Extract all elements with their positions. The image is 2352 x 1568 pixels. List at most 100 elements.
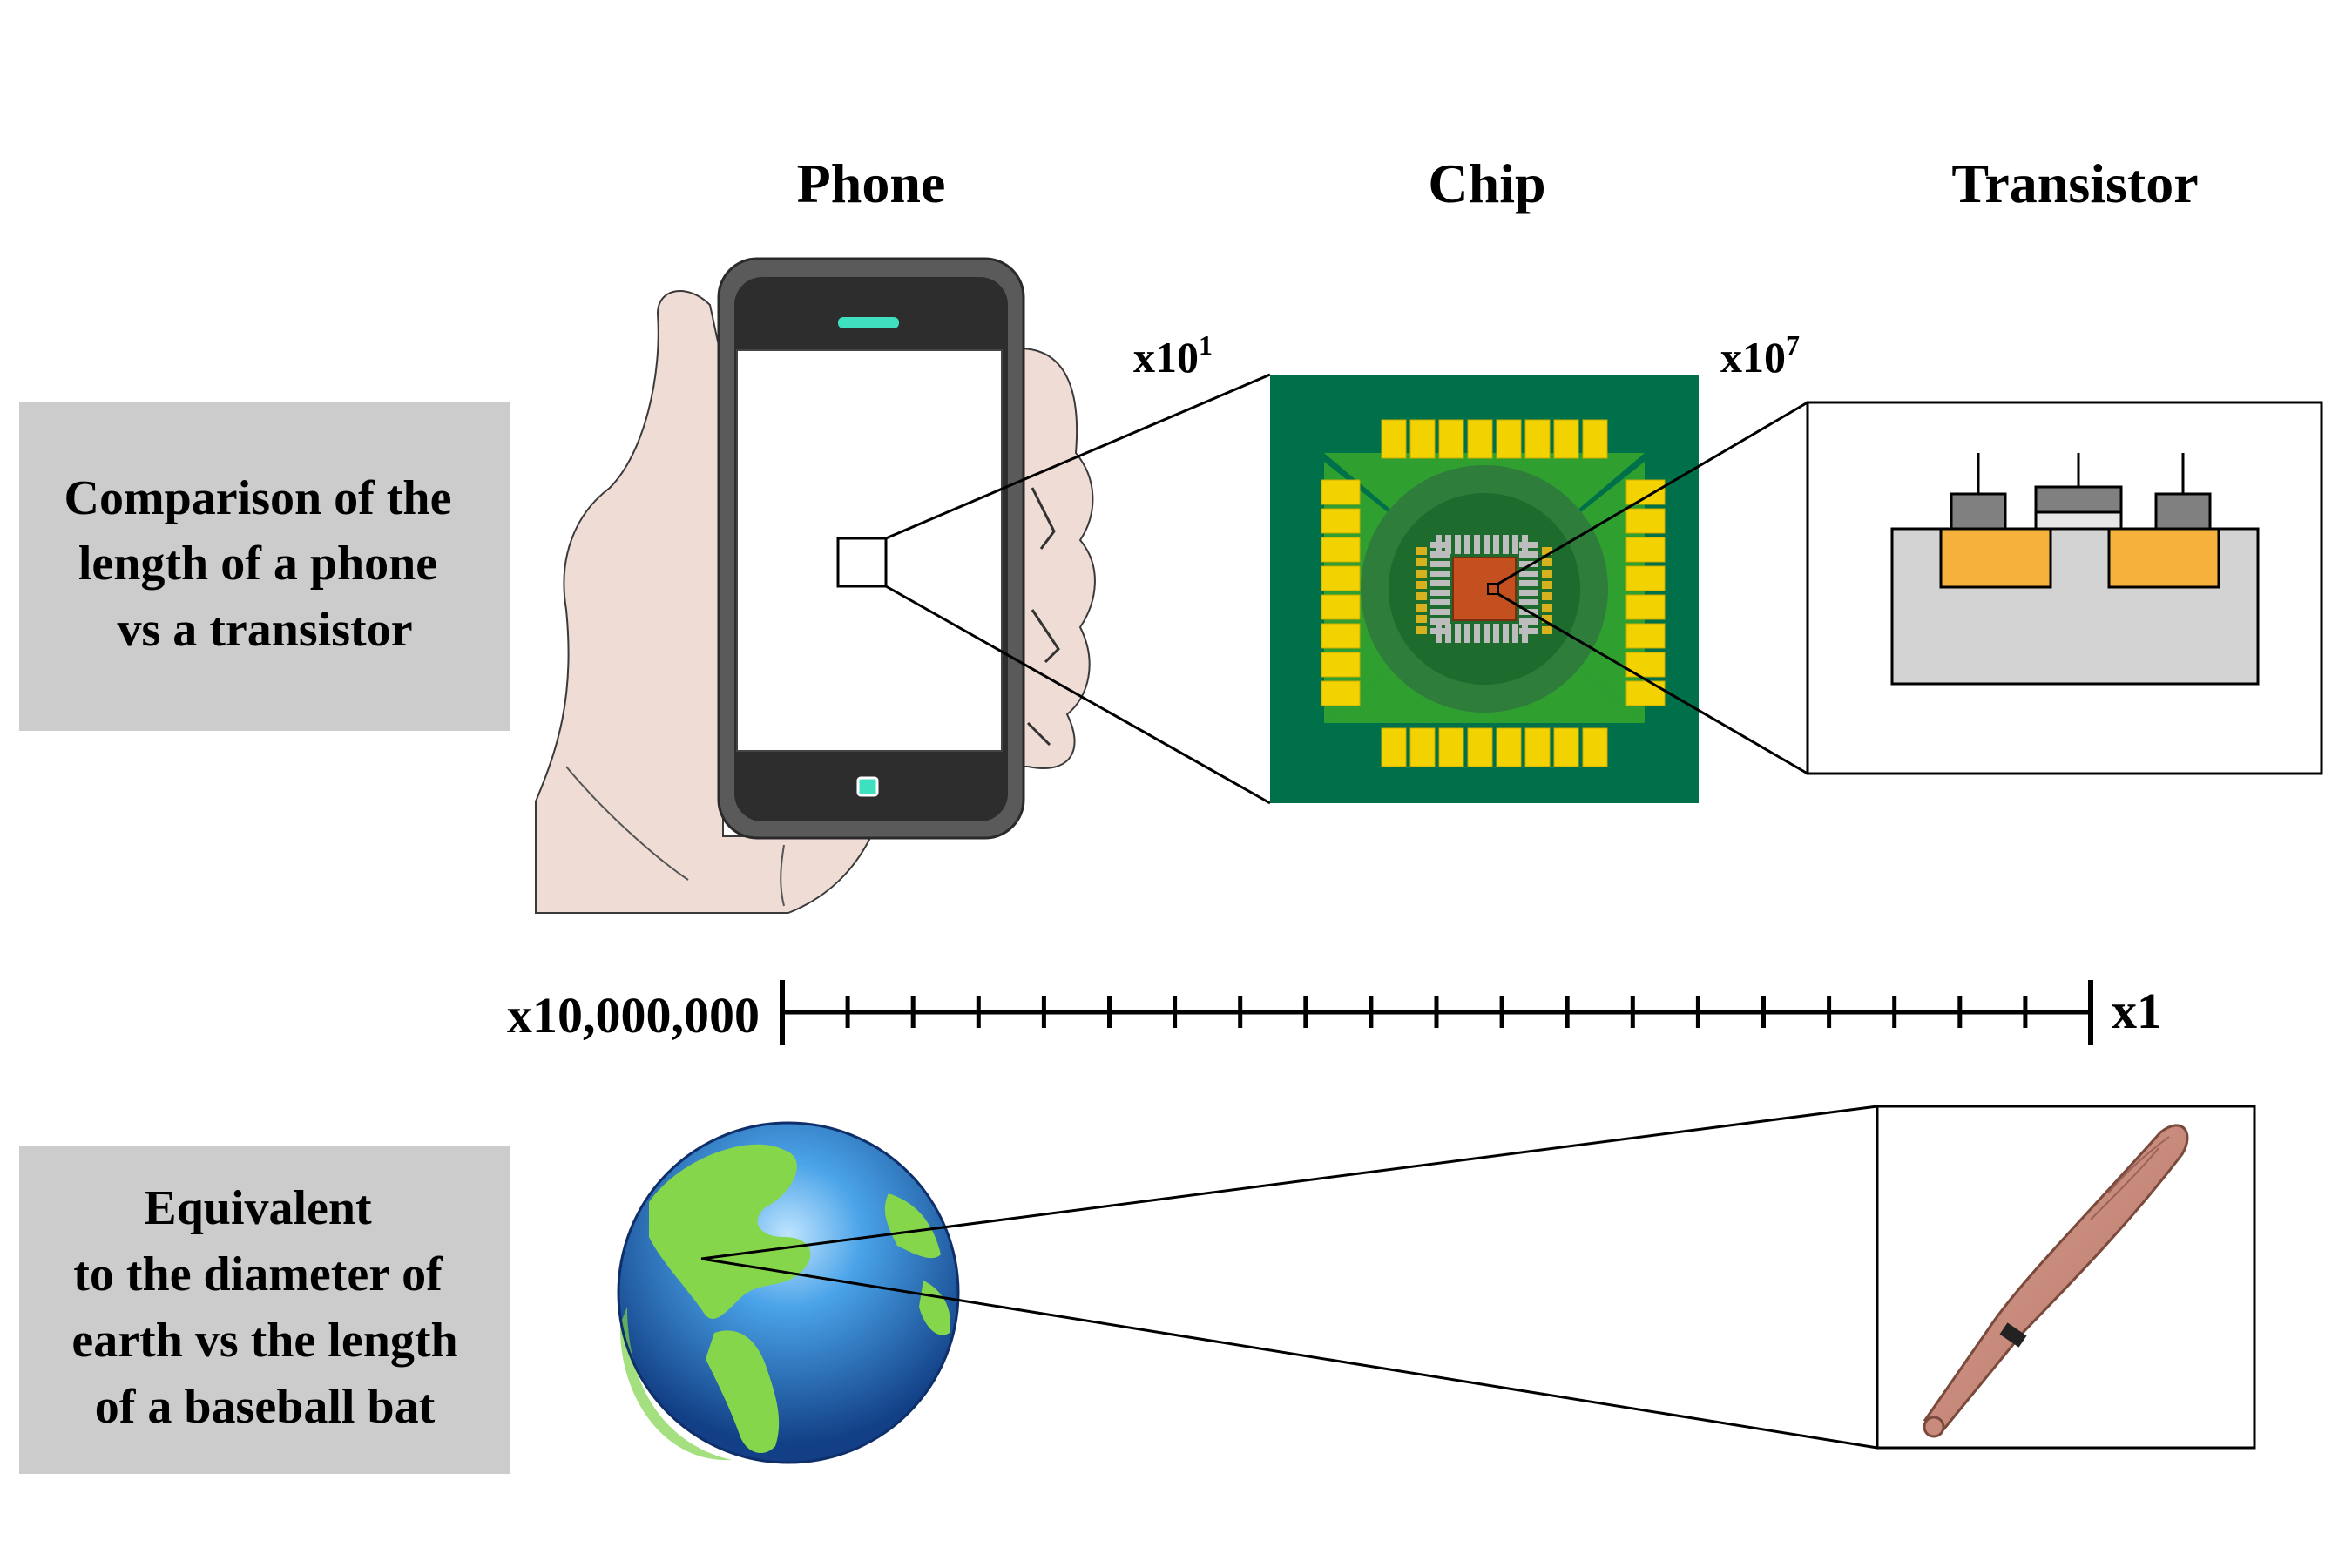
chip-bond-wire bbox=[1430, 551, 1450, 558]
chip-pad bbox=[1553, 727, 1579, 767]
chip-pad bbox=[1321, 537, 1361, 563]
chip-bond-wire bbox=[1455, 535, 1461, 554]
chip-bond-wire bbox=[1430, 571, 1450, 577]
chip-bond-wire bbox=[1503, 624, 1509, 643]
chip-pad bbox=[1625, 565, 1666, 591]
chip-icon bbox=[1270, 375, 1699, 803]
heading-transistor: Transistor bbox=[1951, 152, 2198, 214]
chip-inner-pad bbox=[1542, 626, 1552, 634]
equivalent-line-1: Equivalent bbox=[144, 1181, 372, 1235]
chip-pads-right bbox=[1625, 479, 1666, 706]
chip-bond-wire bbox=[1430, 580, 1450, 586]
chip-bond-wire bbox=[1474, 535, 1480, 554]
transistor-gate bbox=[2034, 485, 2123, 514]
chip-pad bbox=[1553, 419, 1579, 459]
chip-bond-wire bbox=[1522, 535, 1528, 554]
chip-bond-wire bbox=[1493, 535, 1499, 554]
chip-pad bbox=[1625, 537, 1666, 563]
chip-pad bbox=[1625, 623, 1666, 649]
chip-bond-wire bbox=[1493, 624, 1499, 643]
chip-bond-wire bbox=[1430, 561, 1450, 567]
chip-inner-pad bbox=[1416, 581, 1427, 589]
chip-pad bbox=[1321, 594, 1361, 620]
equivalent-line-3: earth vs the length bbox=[71, 1314, 457, 1368]
chip-inner-pad bbox=[1542, 558, 1552, 566]
chip-pad bbox=[1321, 479, 1361, 505]
chip-bond-wire bbox=[1430, 542, 1450, 548]
chip-bond-wire bbox=[1519, 628, 1538, 634]
chip-bond-wire bbox=[1519, 571, 1538, 577]
transistor-cross-section-icon bbox=[1806, 401, 2323, 775]
chip-pad bbox=[1321, 565, 1361, 591]
chip-bond-wire bbox=[1430, 609, 1450, 615]
magnification-phone-to-chip: x101 bbox=[1133, 329, 1213, 382]
hand-holding-phone-icon bbox=[535, 257, 1096, 914]
chip-pad bbox=[1438, 727, 1464, 767]
chip-pad bbox=[1625, 479, 1666, 505]
chip-pad bbox=[1524, 727, 1551, 767]
chip-inner-pad bbox=[1416, 558, 1427, 566]
chip-bond-wire bbox=[1519, 590, 1538, 596]
chip-bond-wire bbox=[1445, 535, 1451, 554]
chip-pad bbox=[1582, 727, 1608, 767]
magnification-2-base: x10 bbox=[1720, 333, 1786, 382]
equivalent-line-4: of a baseball bat bbox=[95, 1380, 436, 1434]
baseball-bat-icon bbox=[1923, 1124, 2189, 1438]
chip-pad bbox=[1381, 419, 1407, 459]
scale-left-label: x10,000,000 bbox=[507, 987, 760, 1044]
chip-bond-wire bbox=[1519, 551, 1538, 558]
chip-bond-wire bbox=[1484, 535, 1490, 554]
chip-pad bbox=[1496, 419, 1522, 459]
transistor-gate-oxide bbox=[2034, 510, 2123, 531]
chip-pad bbox=[1381, 727, 1407, 767]
chip-inner-pad bbox=[1416, 626, 1427, 634]
scale-bar: x10,000,000 x1 bbox=[507, 980, 2162, 1045]
transistor-drain-contact bbox=[2154, 492, 2212, 531]
chip-inner-pad bbox=[1542, 615, 1552, 623]
chip-inner-pad bbox=[1542, 604, 1552, 612]
chip-pad bbox=[1409, 727, 1436, 767]
comparison-label-box: Comparison of the length of a phone vs a… bbox=[19, 402, 510, 731]
chip-bond-wire bbox=[1519, 542, 1538, 548]
chip-inner-pad bbox=[1416, 615, 1427, 623]
comparison-line-2: length of a phone bbox=[78, 537, 437, 591]
chip-pad bbox=[1438, 419, 1464, 459]
chip-die bbox=[1452, 557, 1517, 621]
chip-inner-pad bbox=[1542, 592, 1552, 600]
transistor-source-well bbox=[1939, 527, 2052, 589]
chip-pads-left bbox=[1321, 479, 1361, 706]
chip-pad bbox=[1321, 623, 1361, 649]
chip-bond-wire bbox=[1430, 599, 1450, 605]
baseball-bat-panel bbox=[1876, 1105, 2256, 1450]
chip-inner-pad bbox=[1542, 547, 1552, 555]
chip-pad bbox=[1321, 652, 1361, 678]
chip-pad bbox=[1409, 419, 1436, 459]
phone-zoom-box bbox=[836, 537, 888, 588]
chip-inner-pad bbox=[1416, 592, 1427, 600]
transistor-drain-well bbox=[2107, 527, 2220, 589]
chip-inner-pad bbox=[1416, 570, 1427, 578]
chip-bond-wire bbox=[1430, 590, 1450, 596]
chip-pads-top bbox=[1381, 419, 1608, 459]
chip-pad bbox=[1321, 680, 1361, 706]
equivalent-line-2: to the diameter of bbox=[73, 1247, 443, 1301]
equivalent-label-box: Equivalent to the diameter of earth vs t… bbox=[19, 1146, 510, 1474]
heading-chip: Chip bbox=[1428, 152, 1545, 214]
chip-bond-wire bbox=[1430, 618, 1450, 625]
chip-bond-wire bbox=[1519, 580, 1538, 586]
chip-zoom-box bbox=[1487, 583, 1499, 595]
chip-bond-wire bbox=[1484, 624, 1490, 643]
chip-inner-pad bbox=[1416, 604, 1427, 612]
chip-inner-pad bbox=[1542, 581, 1552, 589]
chip-pad bbox=[1625, 594, 1666, 620]
chip-bond-wire bbox=[1519, 561, 1538, 567]
chip-pad bbox=[1625, 680, 1666, 706]
earth-globe-icon bbox=[617, 1121, 960, 1464]
comparison-line-3: vs a transistor bbox=[117, 603, 412, 657]
comparison-line-1: Comparison of the bbox=[64, 471, 452, 525]
magnification-1-exponent: 1 bbox=[1199, 329, 1213, 361]
chip-pad bbox=[1467, 419, 1493, 459]
chip-pad bbox=[1467, 727, 1493, 767]
chip-pads-bottom bbox=[1381, 727, 1608, 767]
